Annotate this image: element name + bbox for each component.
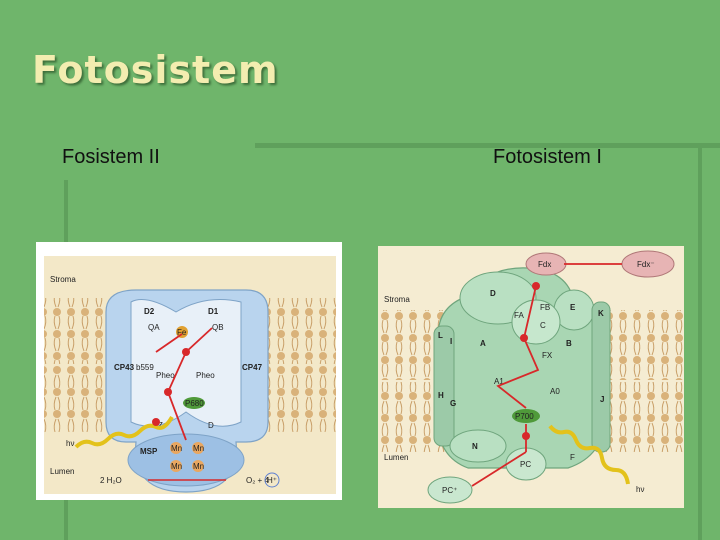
d2-label: D2 [144,307,155,316]
c-label: C [540,321,546,330]
g-label: G [450,399,456,408]
j-label: J [600,395,604,404]
stroma-label: Stroma [50,275,76,284]
d-label: D [208,421,214,430]
lumen-label-psi: Lumen [384,453,408,462]
electron-marker-3 [152,418,160,426]
electron-marker-psi-2 [520,334,528,342]
light-label-psii: hν [66,439,74,448]
fdx-label: Fdx [538,260,551,269]
d-label-psi: D [490,289,496,298]
a-label: A [480,339,486,348]
fb-label: FB [540,303,550,312]
subunit-k [592,302,610,452]
fdx-reduced-label: Fdx⁻ [637,260,655,269]
n-label: N [472,442,478,451]
electron-marker-psi-1 [532,282,540,290]
mn-label-2: Mn [193,444,204,453]
b559-label: b559 [136,363,154,372]
photosystem-ii-figure: Stroma Lumen D2 D1 QA QB Fe CP43 b559 Ph… [36,242,342,500]
cp47-label: CP47 [242,363,263,372]
e-label: E [570,303,576,312]
subunit-n [450,430,506,462]
mn-label-4: Mn [193,462,204,471]
k-label: K [598,309,604,318]
right-column-label: Fotosistem I [493,146,602,169]
qb-label: QB [212,323,224,332]
water-label: 2 H₂O [100,476,122,485]
f-label: F [570,453,575,462]
fa-label: FA [514,311,524,320]
h-plus-label: H⁺ [267,476,277,485]
stroma-label-psi: Stroma [384,295,410,304]
fx-label: FX [542,351,553,360]
right-vertical-line [698,143,702,540]
a0-label: A0 [550,387,560,396]
left-column-label: Fosistem II [62,146,160,169]
mn-label-1: Mn [171,444,182,453]
electron-marker-1 [164,388,172,396]
photosystem-i-figure: Fdx Fdx⁻ D E K FB FA C Stroma L I A B FX… [378,246,684,508]
pc-label: PC [520,460,531,469]
light-label-psi: hν [636,485,644,494]
pheo-right-label: Pheo [196,371,215,380]
lumen-label: Lumen [50,467,74,476]
i-label: I [450,337,452,346]
qa-label: QA [148,323,160,332]
l-label: L [438,331,443,340]
p680-label: P680 [185,399,204,408]
electron-marker-psi-3 [522,432,530,440]
h-label: H [438,391,444,400]
pc-oxidized-label: PC⁺ [442,486,457,495]
slide-title: Fotosistem [32,48,279,92]
cp43-label: CP43 [114,363,135,372]
p700-label: P700 [515,412,534,421]
b-label: B [566,339,572,348]
mn-label-3: Mn [171,462,182,471]
electron-marker-2 [182,348,190,356]
pheo-left-label: Pheo [156,371,175,380]
top-divider-line [255,143,720,148]
msp-label: MSP [140,447,158,456]
subunit-c [512,300,560,344]
msp-subunit [128,434,244,486]
d1-label: D1 [208,307,219,316]
